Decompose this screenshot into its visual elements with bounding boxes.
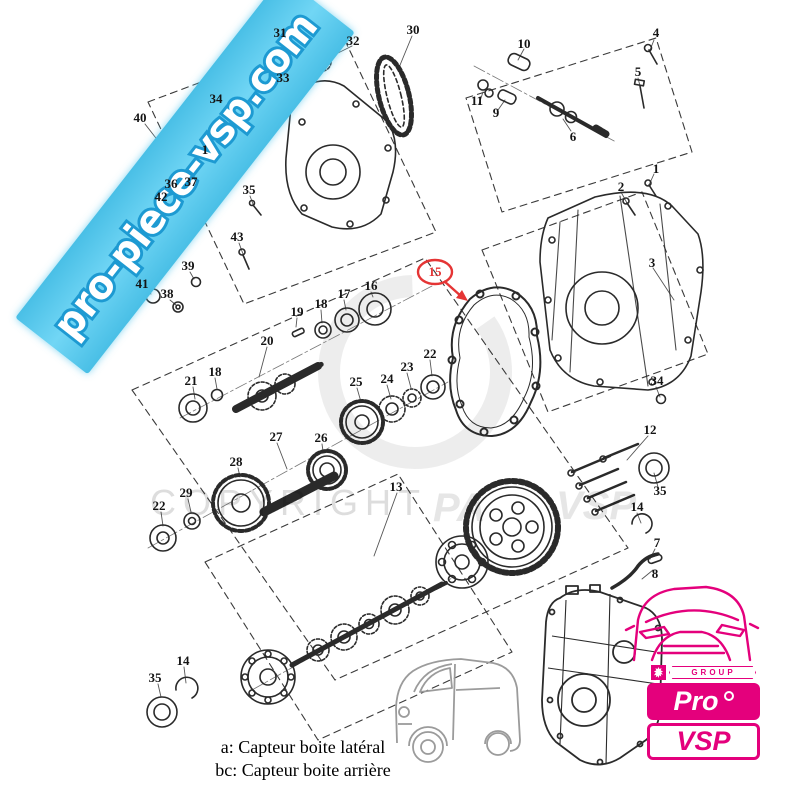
logo-car-outline (624, 585, 760, 662)
bottom-left-bearings (146, 676, 199, 728)
logo-vsp-text: VSP (676, 726, 731, 756)
provsp-logo: GROUP Pro VSP (647, 665, 760, 760)
logo-vsp-box: VSP (647, 723, 760, 760)
timing-chain (374, 54, 414, 138)
ghost-watermark-right: VSP (556, 484, 637, 528)
gear-icon (651, 665, 666, 680)
caption-block: a: Capteur boite latéral bc: Capteur boi… (148, 736, 458, 782)
highlight-marker (416, 258, 468, 301)
output-shaft-parts (240, 581, 448, 705)
logo-pro-box: Pro (647, 683, 760, 720)
leader-lines (144, 35, 675, 698)
right-side-parts (567, 442, 670, 590)
gear-icon-glyph (653, 667, 664, 678)
copyright-watermark: COPYRIGHT (150, 482, 428, 523)
gearbox-sketch (541, 584, 663, 766)
logo-group-text: GROUP (669, 665, 756, 680)
caption-line-1: a: Capteur boite latéral (220, 737, 386, 757)
counter-shaft-parts (149, 374, 446, 552)
car-sketch (395, 658, 521, 763)
input-shaft-parts (178, 292, 392, 423)
gasket (447, 286, 542, 437)
logo-pro-text: Pro (673, 686, 719, 716)
logo-pro-dot (723, 690, 734, 701)
clutch-housing (539, 191, 704, 405)
top-right-parts (477, 43, 658, 216)
axis-centerlines (147, 65, 617, 691)
logo-group-ribbon: GROUP (651, 665, 756, 680)
ring-gear (463, 478, 561, 576)
drum-hub (435, 535, 489, 589)
caption-line-2: bc: Capteur boite arrière (215, 760, 391, 780)
copyright-ring-watermark (318, 275, 512, 469)
ghost-watermark-left: PA (433, 486, 486, 530)
